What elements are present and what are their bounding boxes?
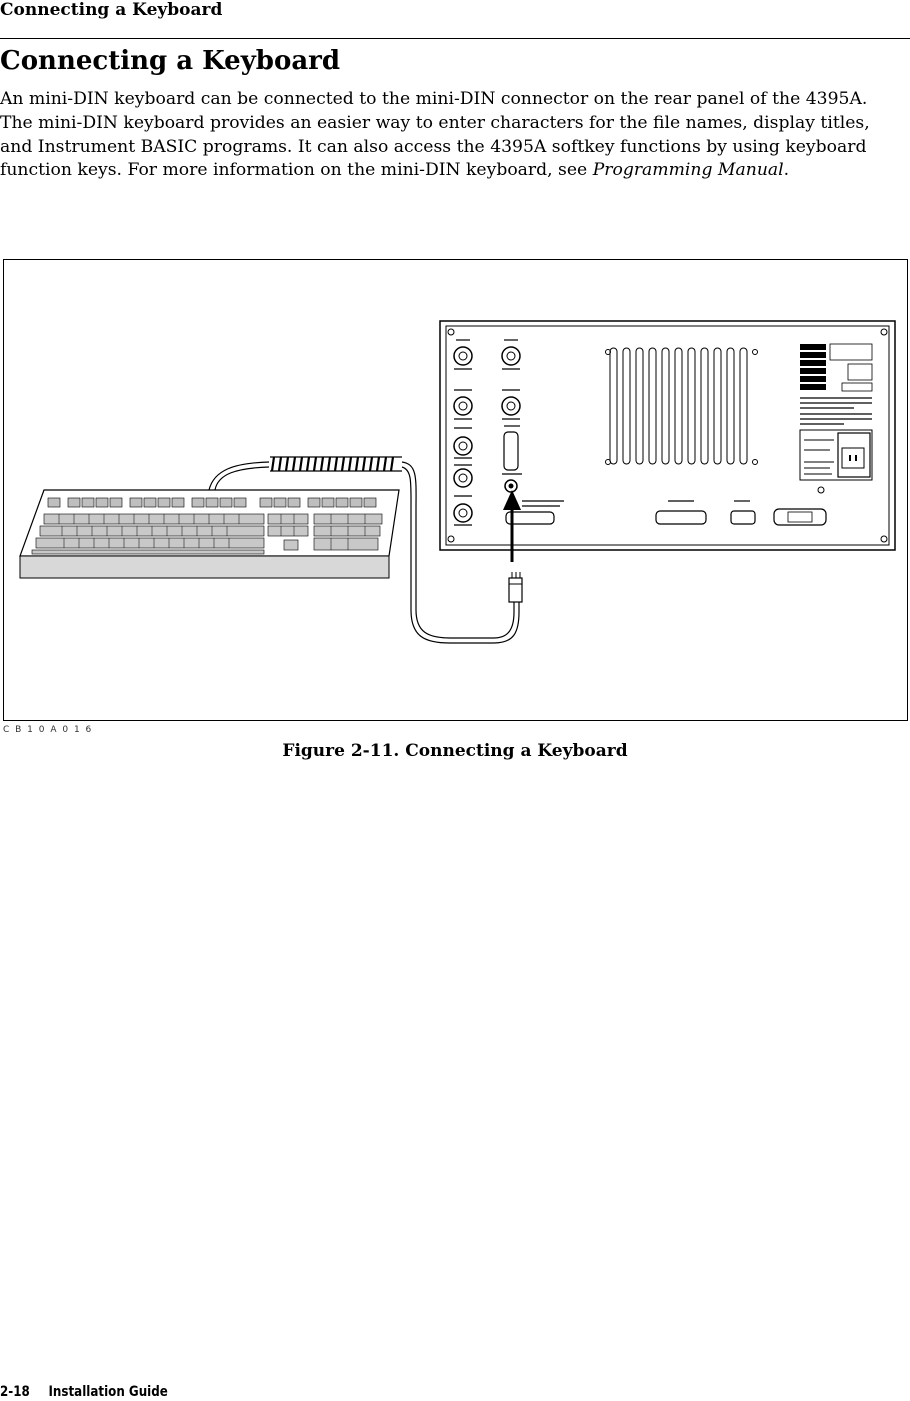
option-labels [800, 343, 873, 392]
running-head: Connecting a Keyboard [0, 0, 223, 20]
section-title: Connecting a Keyboard [0, 46, 341, 76]
keyboard-connection-illustration [19, 320, 896, 644]
body-paragraph: An mini-DIN keyboard can be connected to… [0, 88, 905, 183]
mini-din-port [504, 479, 518, 493]
instrument-rear-panel [439, 320, 896, 551]
keyboard-keys [47, 497, 377, 508]
hpib-large-connector [773, 508, 827, 526]
printer-connector [655, 510, 707, 525]
gpib-connector [505, 511, 555, 525]
keyboard-cable [208, 456, 523, 644]
guide-title: Installation Guide [48, 1384, 168, 1400]
figure-id-label: C B 1 0 A 0 1 6 [3, 725, 93, 735]
connection-arrow [503, 490, 521, 562]
bnc-connectors [453, 346, 521, 523]
power-line-module [799, 429, 873, 481]
paragraph-end: . [783, 160, 790, 181]
warning-text-block [800, 397, 872, 425]
page-number: 2-18 [0, 1384, 30, 1400]
io-port-connector [503, 431, 519, 471]
programming-manual-reference: Programming Manual [592, 160, 784, 181]
header-rule [0, 38, 910, 39]
mini-din-plug [508, 577, 523, 603]
figure-caption: Figure 2-11. Connecting a Keyboard [282, 741, 628, 761]
fan-vents [609, 347, 748, 465]
paragraph-text: An mini-DIN keyboard can be connected to… [0, 89, 870, 181]
panel-label-marks [454, 339, 750, 526]
keyboard-illustration [19, 489, 400, 579]
figure-connecting-keyboard [3, 259, 908, 721]
page-footer: 2-18 Installation Guide [0, 1384, 168, 1400]
video-connector [730, 510, 756, 525]
